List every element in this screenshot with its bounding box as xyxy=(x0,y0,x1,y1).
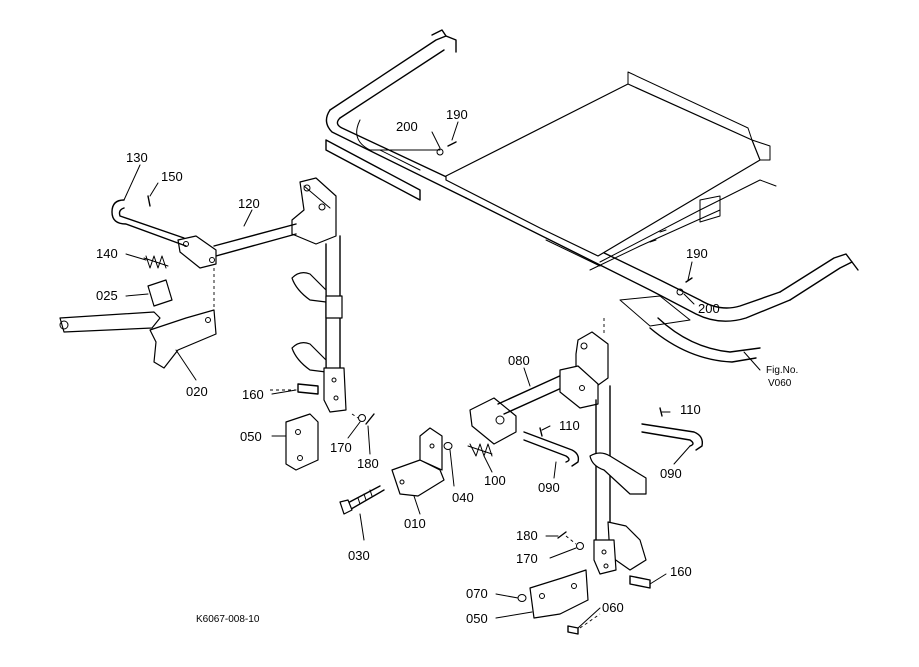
label-160-right: 160 xyxy=(670,564,692,579)
fig-ref-label: Fig.No. xyxy=(766,365,798,376)
label-180-right: 180 xyxy=(516,528,538,543)
label-070: 070 xyxy=(466,586,488,601)
label-050-left: 050 xyxy=(240,429,262,444)
label-030: 030 xyxy=(348,548,370,563)
leader-lines xyxy=(123,121,761,629)
label-050-right: 050 xyxy=(466,611,488,626)
fig-ref-number: V060 xyxy=(768,378,792,389)
part-labels: 130 150 120 140 025 020 160 050 170 180 … xyxy=(96,107,798,626)
label-200-top: 200 xyxy=(396,119,418,134)
drawing-code: K6067-008-10 xyxy=(196,614,260,625)
label-180-left: 180 xyxy=(357,456,379,471)
label-130: 130 xyxy=(126,150,148,165)
label-060: 060 xyxy=(602,600,624,615)
label-170-left: 170 xyxy=(330,440,352,455)
label-090-center: 090 xyxy=(538,480,560,495)
center-bracket-assembly xyxy=(339,373,580,515)
left-bracket-assembly xyxy=(59,177,375,471)
label-190-right: 190 xyxy=(686,246,708,261)
label-170-right: 170 xyxy=(516,551,538,566)
label-120: 120 xyxy=(238,196,260,211)
label-010: 010 xyxy=(404,516,426,531)
label-100: 100 xyxy=(484,473,506,488)
label-200-right: 200 xyxy=(698,301,720,316)
label-190-top: 190 xyxy=(446,107,468,122)
label-160-left: 160 xyxy=(242,387,264,402)
label-040: 040 xyxy=(452,490,474,505)
label-110-center: 110 xyxy=(559,418,580,433)
frame-hardware xyxy=(436,141,693,296)
label-090-right: 090 xyxy=(660,466,682,481)
right-bracket-assembly xyxy=(517,318,704,635)
label-020: 020 xyxy=(186,384,208,399)
label-110-right: 110 xyxy=(680,402,701,417)
label-150: 150 xyxy=(161,169,183,184)
label-140: 140 xyxy=(96,246,118,261)
label-025: 025 xyxy=(96,288,118,303)
frame-assembly xyxy=(325,29,859,363)
label-080: 080 xyxy=(508,353,530,368)
